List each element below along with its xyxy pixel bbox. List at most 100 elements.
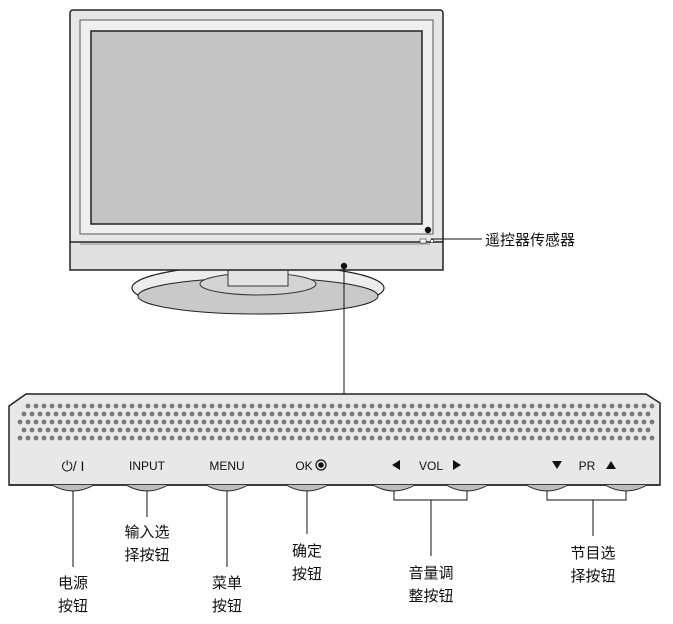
grille-dot <box>113 419 119 425</box>
grille-dot <box>613 427 619 433</box>
grille-dot <box>265 419 271 425</box>
grille-dot <box>241 419 247 425</box>
grille-dot <box>533 411 539 417</box>
grille-dot <box>429 427 435 433</box>
grille-dot <box>165 427 171 433</box>
grille-dot <box>53 427 59 433</box>
power-label: ⏻/ I <box>62 458 85 474</box>
triangle-down-icon <box>552 461 562 469</box>
grille-dot <box>337 435 343 441</box>
grille-dot <box>625 419 631 425</box>
grille-dot <box>641 435 647 441</box>
grille-dot <box>337 419 343 425</box>
grille-dot <box>265 403 271 409</box>
grille-dot <box>353 403 359 409</box>
grille-dot <box>33 403 39 409</box>
grille-dot <box>457 435 463 441</box>
grille-dot <box>101 427 107 433</box>
grille-dot <box>461 411 467 417</box>
grille-dot <box>249 419 255 425</box>
grille-dot <box>169 403 175 409</box>
pr-down-button[interactable] <box>525 484 569 492</box>
grille-dot <box>109 411 115 417</box>
grille-dot <box>201 403 207 409</box>
grille-dot <box>645 411 651 417</box>
grille-dot <box>273 419 279 425</box>
triangle-left-icon <box>392 460 400 470</box>
grille-dot <box>33 419 39 425</box>
grille-dot <box>265 435 271 441</box>
grille-dot <box>385 403 391 409</box>
grille-dot <box>553 419 559 425</box>
ok-button[interactable] <box>285 484 329 492</box>
grille-dot <box>237 427 243 433</box>
grille-dot <box>521 435 527 441</box>
grille-dot <box>601 403 607 409</box>
grille-dot <box>529 435 535 441</box>
grille-dot <box>201 419 207 425</box>
power-button[interactable] <box>51 484 95 492</box>
grille-dot <box>41 403 47 409</box>
grille-dot <box>369 403 375 409</box>
grille-dot <box>509 427 515 433</box>
grille-dot <box>377 419 383 425</box>
grille-dot <box>345 419 351 425</box>
grille-dot <box>173 427 179 433</box>
grille-dot <box>329 435 335 441</box>
grille-dot <box>145 403 151 409</box>
grille-dot <box>557 427 563 433</box>
vol-label: VOL <box>419 459 443 473</box>
grille-dot <box>361 435 367 441</box>
grille-dot <box>457 403 463 409</box>
menu-button[interactable] <box>205 484 249 492</box>
grille-dot <box>181 411 187 417</box>
grille-dot <box>381 411 387 417</box>
grille-dot <box>237 411 243 417</box>
grille-dot <box>229 427 235 433</box>
pr-up-button[interactable] <box>604 484 648 492</box>
grille-dot <box>69 411 75 417</box>
grille-dot <box>233 435 239 441</box>
grille-dot <box>77 427 83 433</box>
input-button[interactable] <box>125 484 169 492</box>
menu-callout-line2: 按钮 <box>212 597 242 615</box>
input-callout-line2: 择按钮 <box>124 546 169 564</box>
grille-dot <box>557 411 563 417</box>
grille-dot <box>417 403 423 409</box>
grille-dot <box>165 411 171 417</box>
grille-dot <box>245 427 251 433</box>
pr-label: PR <box>579 459 596 473</box>
grille-dot <box>193 435 199 441</box>
grille-dot <box>321 435 327 441</box>
grille-dot <box>53 411 59 417</box>
grille-dot <box>569 403 575 409</box>
vol-up-button[interactable] <box>445 484 489 492</box>
vol-down-button[interactable] <box>372 484 416 492</box>
grille-dot <box>89 419 95 425</box>
grille-dot <box>209 435 215 441</box>
grille-dot <box>209 419 215 425</box>
grille-dot <box>597 427 603 433</box>
grille-dot <box>593 403 599 409</box>
grille-dot <box>497 435 503 441</box>
grille-dot <box>89 435 95 441</box>
grille-dot <box>269 411 275 417</box>
grille-dot <box>517 427 523 433</box>
grille-dot <box>221 427 227 433</box>
grille-dot <box>509 411 515 417</box>
grille-dot <box>529 419 535 425</box>
grille-dot <box>513 435 519 441</box>
input-label: INPUT <box>129 459 166 473</box>
grille-dot <box>129 435 135 441</box>
grille-dot <box>217 419 223 425</box>
grille-dot <box>393 403 399 409</box>
grille-dot <box>277 411 283 417</box>
grille-dot <box>25 419 31 425</box>
power-callout-line2: 按钮 <box>58 597 88 615</box>
grille-dot <box>477 411 483 417</box>
grille-dot <box>445 427 451 433</box>
grille-dot <box>217 403 223 409</box>
grille-dot <box>405 411 411 417</box>
grille-dot <box>273 435 279 441</box>
